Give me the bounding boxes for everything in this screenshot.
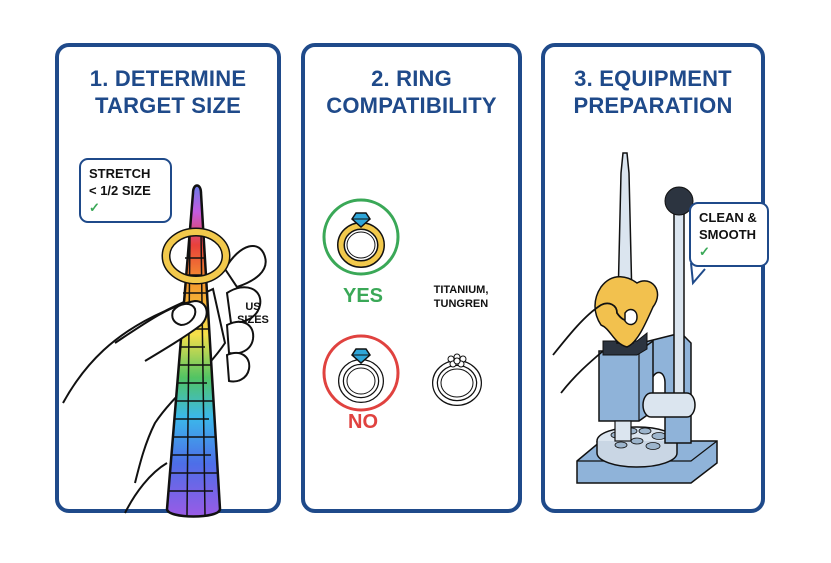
title-line-1: 3. EQUIPMENT [574,66,732,91]
panel-determine-target-size: 1. DETERMINE TARGET SIZE [55,43,281,518]
material-line-1: TITANIUM, [433,284,489,296]
sizes-label: SIZES [237,314,269,326]
title-line-2: PREPARATION [573,93,733,118]
panel-title: 2. RING COMPATIBILITY [305,65,518,119]
clean-smooth-callout: CLEAN & SMOOTH ✓ [689,202,769,267]
panel-title: 1. DETERMINE TARGET SIZE [59,65,277,119]
cluster-ring-icon [432,353,482,406]
ring-stretcher-machine-illustration [552,152,718,484]
stretch-limit-callout: STRETCH < 1/2 SIZE ✓ [79,158,172,223]
title-line-2: TARGET SIZE [94,93,242,118]
incompatible-ring-icon [322,334,400,412]
yes-label: YES [342,285,384,307]
checkmark-icon: ✓ [699,244,710,259]
panel-title: 3. EQUIPMENT PREPARATION [545,65,761,119]
ring-mandrel-hand-illustration [62,184,267,518]
material-line-2: TUNGREN [433,298,489,310]
compatible-gold-ring-icon [322,198,400,276]
title-line-1: 1. DETERMINE [89,66,247,91]
callout-line-2: < 1/2 SIZE [89,183,151,198]
us-label: US [245,301,261,313]
title-line-1: 2. RING [371,66,452,91]
title-line-2: COMPATIBILITY [326,93,497,118]
panel-equipment-preparation: 3. EQUIPMENT PREPARATION [541,43,769,513]
callout-line-2: SMOOTH [699,227,757,242]
panel-ring-compatibility: 2. RING COMPATIBILITY YES TITANIUM, TUNG… [301,43,522,513]
callout-line-1: CLEAN & [699,210,757,225]
callout-line-1: STRETCH [89,166,151,181]
us-sizes-label: US SIZES [231,301,275,327]
incompatible-materials-label: TITANIUM, TUNGREN [413,283,509,311]
checkmark-icon: ✓ [89,200,100,215]
no-label: NO [348,411,378,433]
